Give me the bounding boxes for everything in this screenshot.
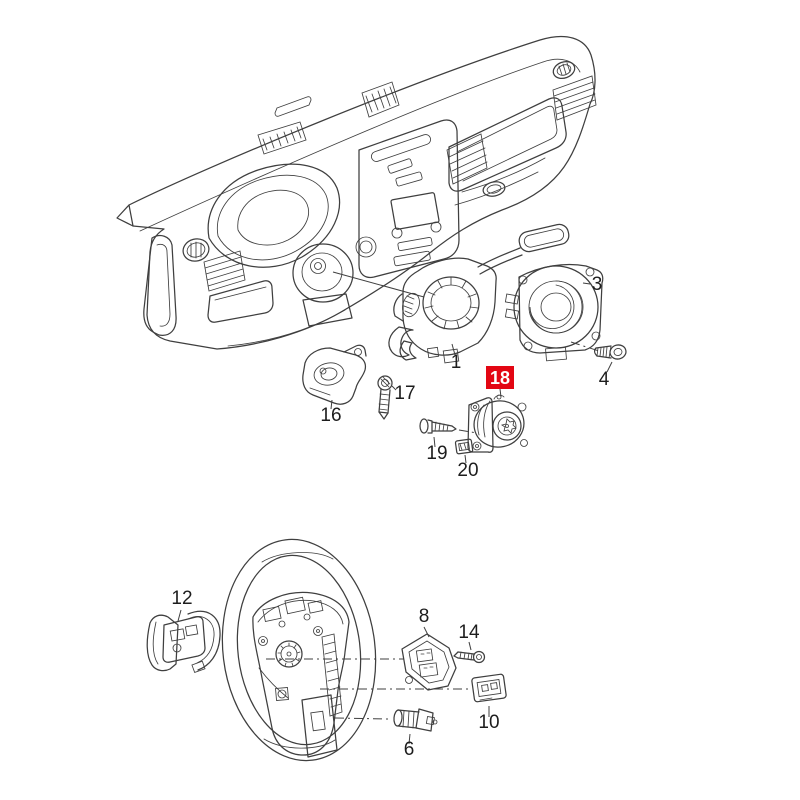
defroster-slot: [274, 96, 312, 117]
leader-part14: [468, 641, 472, 651]
wheel-hub: [252, 591, 350, 756]
highlight-box: [486, 366, 514, 389]
ignition-rotor: [500, 418, 517, 434]
defroster-band-end: [542, 58, 581, 73]
part-17-bolt: [377, 375, 397, 420]
part-19-screw: [419, 418, 478, 448]
part-label-6: 6: [404, 739, 415, 760]
left-end-panel: [143, 235, 177, 336]
part-3-clock-spring: [504, 263, 604, 362]
leader-part20: [464, 454, 467, 464]
part-label-10: 10: [478, 712, 499, 733]
part-label-19: 19: [426, 443, 447, 464]
radio-knob-right: [430, 221, 442, 233]
steering-wheel-drawing: [221, 538, 470, 762]
part-4-bolt: [594, 344, 627, 373]
part-labels: 1 3 4 16 17 19 20 12 8 14 10 6 18: [171, 274, 609, 760]
right-slat-vent: [552, 75, 597, 121]
instrument-cluster-opening: [237, 189, 309, 246]
leader-part8: [423, 626, 430, 638]
leader-part17: [391, 385, 397, 391]
leader-part16: [330, 399, 333, 410]
part-label-1: 1: [451, 352, 462, 373]
leader-ignition-to-part1: [332, 271, 425, 298]
leader-part3: [582, 282, 591, 285]
leader-part6: [408, 733, 411, 745]
knee-bolster-line: [227, 309, 346, 347]
part-8-switch-bezel: [401, 626, 457, 691]
part-label-4: 4: [599, 369, 610, 390]
part-label-3: 3: [592, 274, 603, 295]
dashboard-drawing: [116, 35, 597, 350]
center-stack: [358, 119, 460, 279]
storage-bin: [207, 280, 274, 323]
speaker-grille-top: [361, 81, 400, 118]
part-1-column-switch: [388, 223, 570, 364]
glovebox: [454, 157, 546, 206]
instrument-binnacle-inner: [216, 174, 329, 261]
headlight-switch: [355, 236, 377, 258]
dashboard-outline: [116, 35, 596, 350]
ignition-cylinder: [314, 262, 322, 270]
center-right-vent: [446, 133, 488, 185]
storage-bin-inner: [214, 286, 267, 301]
part-label-18: 18: [490, 368, 510, 388]
leader-part19-to-part18: [458, 429, 478, 434]
part-12-switch-cable: [146, 609, 221, 674]
radio-screen: [390, 192, 440, 230]
part-1-left-stub: [393, 292, 420, 322]
leader-part12: [177, 609, 182, 622]
part-label-8: 8: [419, 606, 430, 627]
part-1-lever-hook: [388, 326, 414, 358]
radio-knob-left: [391, 227, 403, 239]
side-oval-vent: [552, 60, 576, 80]
part-label-20: 20: [457, 460, 478, 481]
part-label-18-highlighted: 18: [486, 366, 514, 389]
dashboard-tip-fold: [128, 204, 134, 227]
speaker-grille-left: [257, 121, 307, 155]
instrument-binnacle-outer: [207, 163, 341, 268]
glovebox-handle: [482, 181, 506, 197]
part-1-lever-hook-2: [399, 340, 417, 361]
part-16-cover: [302, 344, 367, 410]
part-label-12: 12: [171, 588, 192, 609]
part-label-16: 16: [320, 405, 341, 426]
passenger-tray: [448, 97, 567, 192]
leader-part4: [606, 361, 613, 373]
part-1-stalk: [477, 223, 570, 275]
wheel-lower-spoke: [301, 694, 338, 758]
left-slat-vent: [203, 250, 246, 292]
leader-part1: [451, 343, 456, 356]
steering-column-shroud: [292, 243, 354, 327]
part-6-bulb: [393, 708, 438, 745]
leader-hub-to-part6: [334, 717, 389, 720]
part-label-14: 14: [458, 622, 480, 643]
part-14-screw: [453, 641, 486, 664]
leader-part19: [433, 436, 436, 448]
part-10-connector: [471, 673, 507, 717]
defroster-band-line: [139, 61, 544, 232]
part-18-ignition-switch: [467, 388, 528, 453]
part-20-clip: [454, 438, 474, 464]
part-label-17: 17: [394, 383, 415, 404]
left-round-vent: [182, 238, 210, 262]
